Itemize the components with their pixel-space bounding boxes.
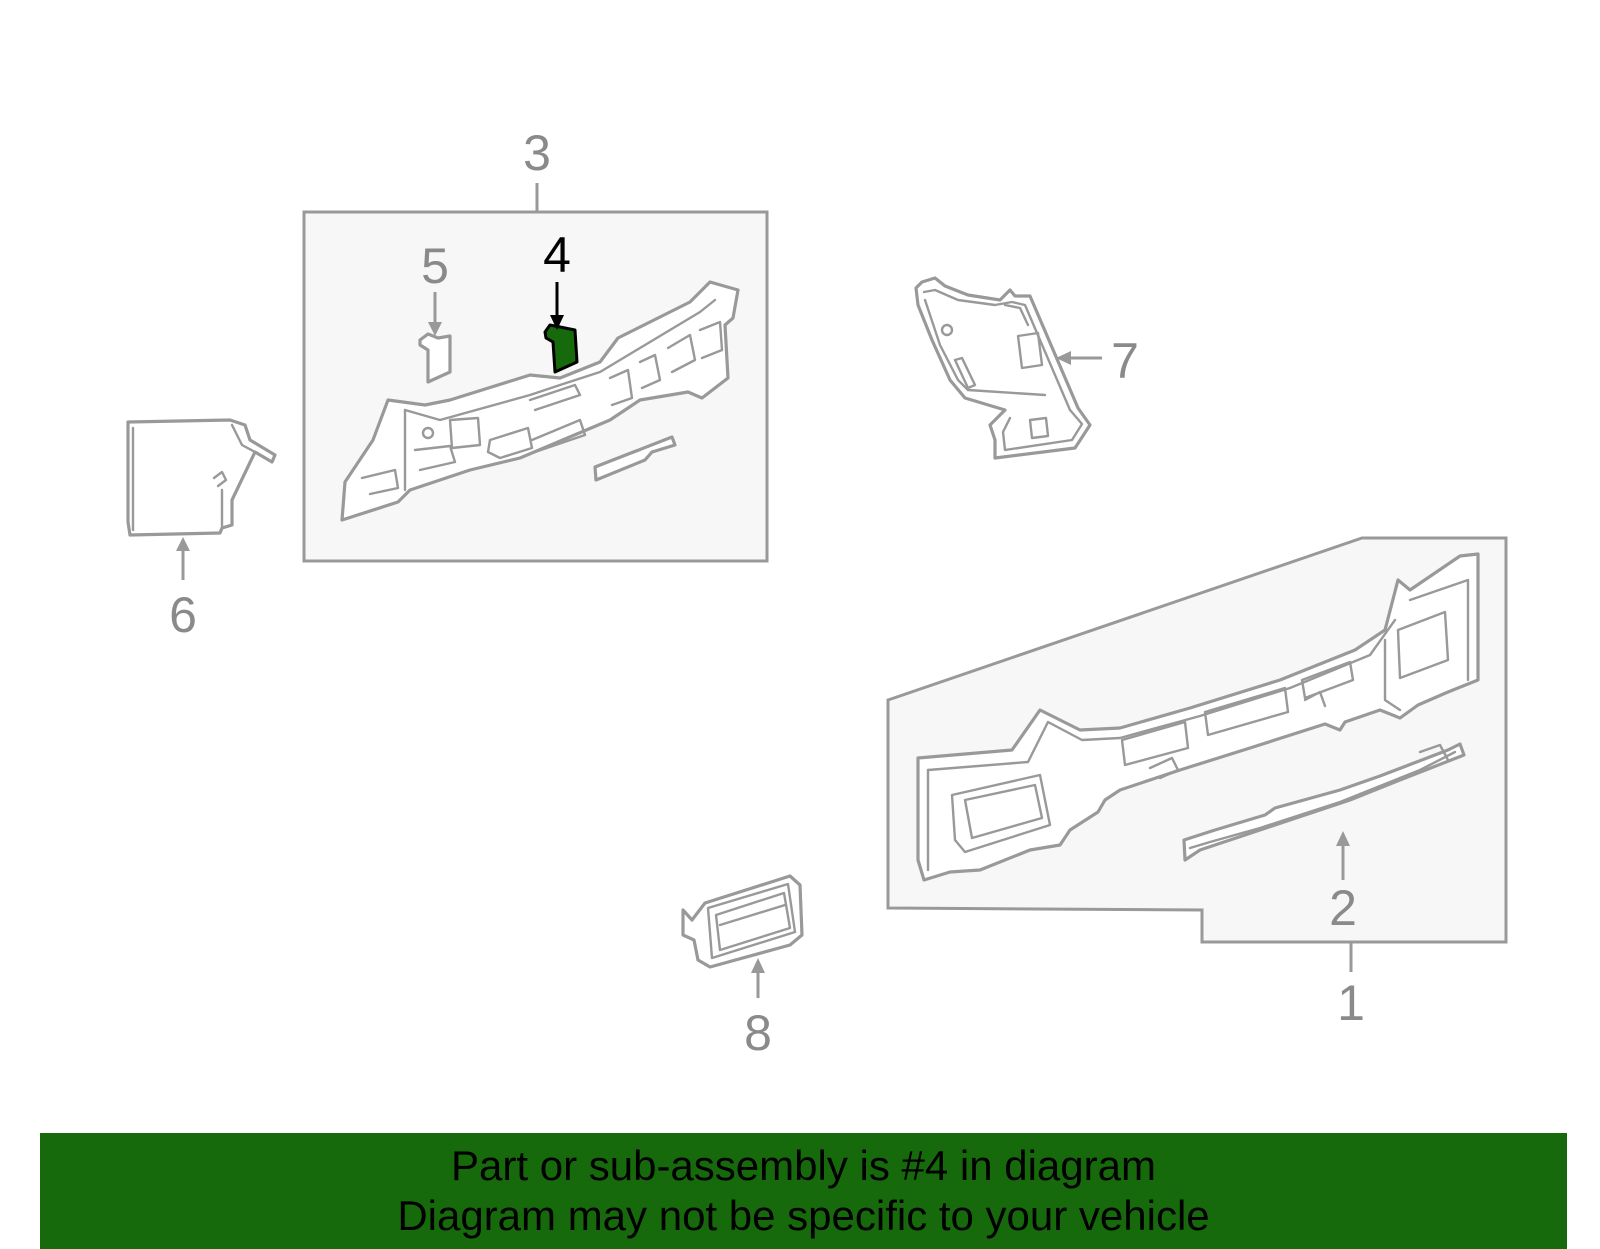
part-3-rail[interactable] [340, 280, 740, 522]
assembly-3-group: 3 5 [302, 125, 769, 563]
callout-7-arrowhead [1056, 351, 1071, 365]
part-3-strip [593, 435, 677, 482]
part-1-bumper-reinforcement[interactable] [916, 552, 1480, 882]
banner-line-disclaimer: Diagram may not be specific to your vehi… [397, 1192, 1210, 1239]
info-banner: Part or sub-assembly is #4 in diagram Di… [40, 1133, 1567, 1249]
callout-2-label[interactable]: 2 [1329, 880, 1357, 936]
callout-8-label[interactable]: 8 [744, 1005, 772, 1061]
banner-line-part-number: Part or sub-assembly is #4 in diagram [451, 1142, 1156, 1189]
callout-7-label[interactable]: 7 [1111, 333, 1139, 389]
callout-4-arrowhead [550, 315, 564, 330]
callout-4-label[interactable]: 4 [543, 227, 571, 283]
part-7-bracket[interactable] [914, 276, 1092, 460]
assembly-1-group: 1 2 [886, 536, 1508, 1031]
callout-3-label[interactable]: 3 [523, 125, 551, 181]
callout-2-arrowhead [1336, 831, 1350, 846]
callout-5-label[interactable]: 5 [421, 238, 449, 294]
part-5-bracket[interactable] [418, 332, 452, 384]
part-4-bracket-highlighted[interactable] [543, 323, 579, 374]
part-2-strip[interactable] [1182, 742, 1466, 862]
callout-8-arrowhead [751, 958, 765, 973]
callout-1-label[interactable]: 1 [1337, 975, 1365, 1031]
part-8-bracket[interactable] [681, 874, 804, 969]
callout-6-label[interactable]: 6 [169, 587, 197, 643]
callout-5-arrowhead [428, 322, 442, 336]
part-6-side-panel[interactable] [126, 418, 277, 537]
callout-6-arrowhead [176, 537, 190, 551]
